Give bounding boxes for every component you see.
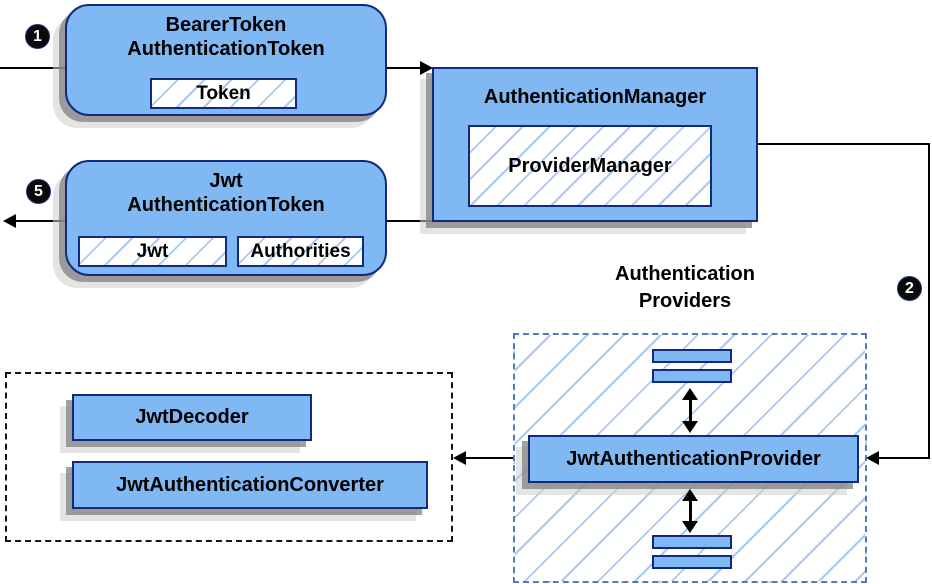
chip-jwt: Jwt [78, 236, 227, 267]
node-jwt-authentication-token-title: Jwt AuthenticationToken [67, 162, 385, 217]
chip-authorities-label: Authorities [250, 240, 351, 262]
flow-line-request-entry [0, 67, 67, 69]
double-arrow-bottom [682, 489, 698, 533]
step-badge-2: 2 [897, 276, 922, 301]
providers-group-label: Authentication Providers [555, 261, 815, 315]
node-bearer-token-title-line2: AuthenticationToken [127, 38, 325, 60]
flow-line-provider-to-decoder-group [464, 457, 526, 459]
chip-jwt-label: Jwt [136, 240, 169, 262]
chip-token-label: Token [196, 82, 251, 104]
step-badge-1: 1 [25, 24, 50, 49]
arrowhead-into-decoder-group [453, 451, 466, 465]
node-jwt-authentication-converter-label: JwtAuthenticationConverter [116, 473, 384, 496]
arrowhead-result-exit [3, 214, 16, 228]
double-arrow-bottom-stem [688, 501, 692, 521]
node-jwt-decoder-label: JwtDecoder [135, 406, 249, 428]
node-bearer-token-title-line1: BearerToken [165, 14, 287, 36]
step-badge-5: 5 [26, 179, 51, 204]
flow-line-bearer-to-manager [386, 67, 422, 69]
node-jwt-authentication-converter: JwtAuthenticationConverter [72, 461, 428, 509]
provider-placeholder-bar-bottom-2 [652, 555, 732, 569]
flow-line-manager-to-jwt-token [386, 220, 433, 222]
step-badge-1-number: 1 [33, 27, 42, 45]
arrowhead-into-jwt-authentication-provider [866, 451, 879, 465]
flow-line-into-provider [878, 457, 930, 459]
double-arrow-top-stem [688, 400, 692, 421]
double-arrow-top [682, 388, 698, 433]
flow-line-result-exit [14, 220, 68, 222]
provider-placeholder-bar-top-2 [652, 369, 732, 383]
chip-authorities: Authorities [237, 236, 364, 267]
flow-line-manager-right [758, 143, 930, 145]
node-jwt-authentication-provider-label: JwtAuthenticationProvider [566, 447, 821, 470]
provider-placeholder-bar-bottom-1 [652, 535, 732, 549]
step-badge-5-number: 5 [34, 182, 43, 200]
chip-provider-manager: ProviderManager [468, 125, 712, 207]
double-arrow-bottom-up-head [682, 489, 698, 501]
arrowhead-into-authentication-manager [420, 61, 433, 75]
providers-group-label-line1: Authentication [615, 263, 755, 285]
providers-group-label-line2: Providers [638, 290, 732, 312]
flow-line-right-vertical [928, 143, 930, 459]
node-jwt-authentication-token-title-line1: Jwt [209, 170, 243, 192]
step-badge-2-number: 2 [905, 279, 914, 297]
double-arrow-top-up-head [682, 388, 698, 400]
node-jwt-decoder: JwtDecoder [72, 394, 312, 441]
chip-token: Token [150, 78, 297, 109]
node-authentication-manager-title: AuthenticationManager [483, 86, 707, 108]
node-jwt-authentication-token-title-line2: AuthenticationToken [127, 194, 325, 216]
provider-placeholder-bar-top-1 [652, 349, 732, 363]
chip-provider-manager-label: ProviderManager [508, 154, 672, 177]
double-arrow-bottom-down-head [682, 521, 698, 533]
node-jwt-authentication-provider: JwtAuthenticationProvider [528, 435, 859, 483]
node-bearer-token-title: BearerToken AuthenticationToken [67, 6, 385, 61]
double-arrow-top-down-head [682, 421, 698, 433]
